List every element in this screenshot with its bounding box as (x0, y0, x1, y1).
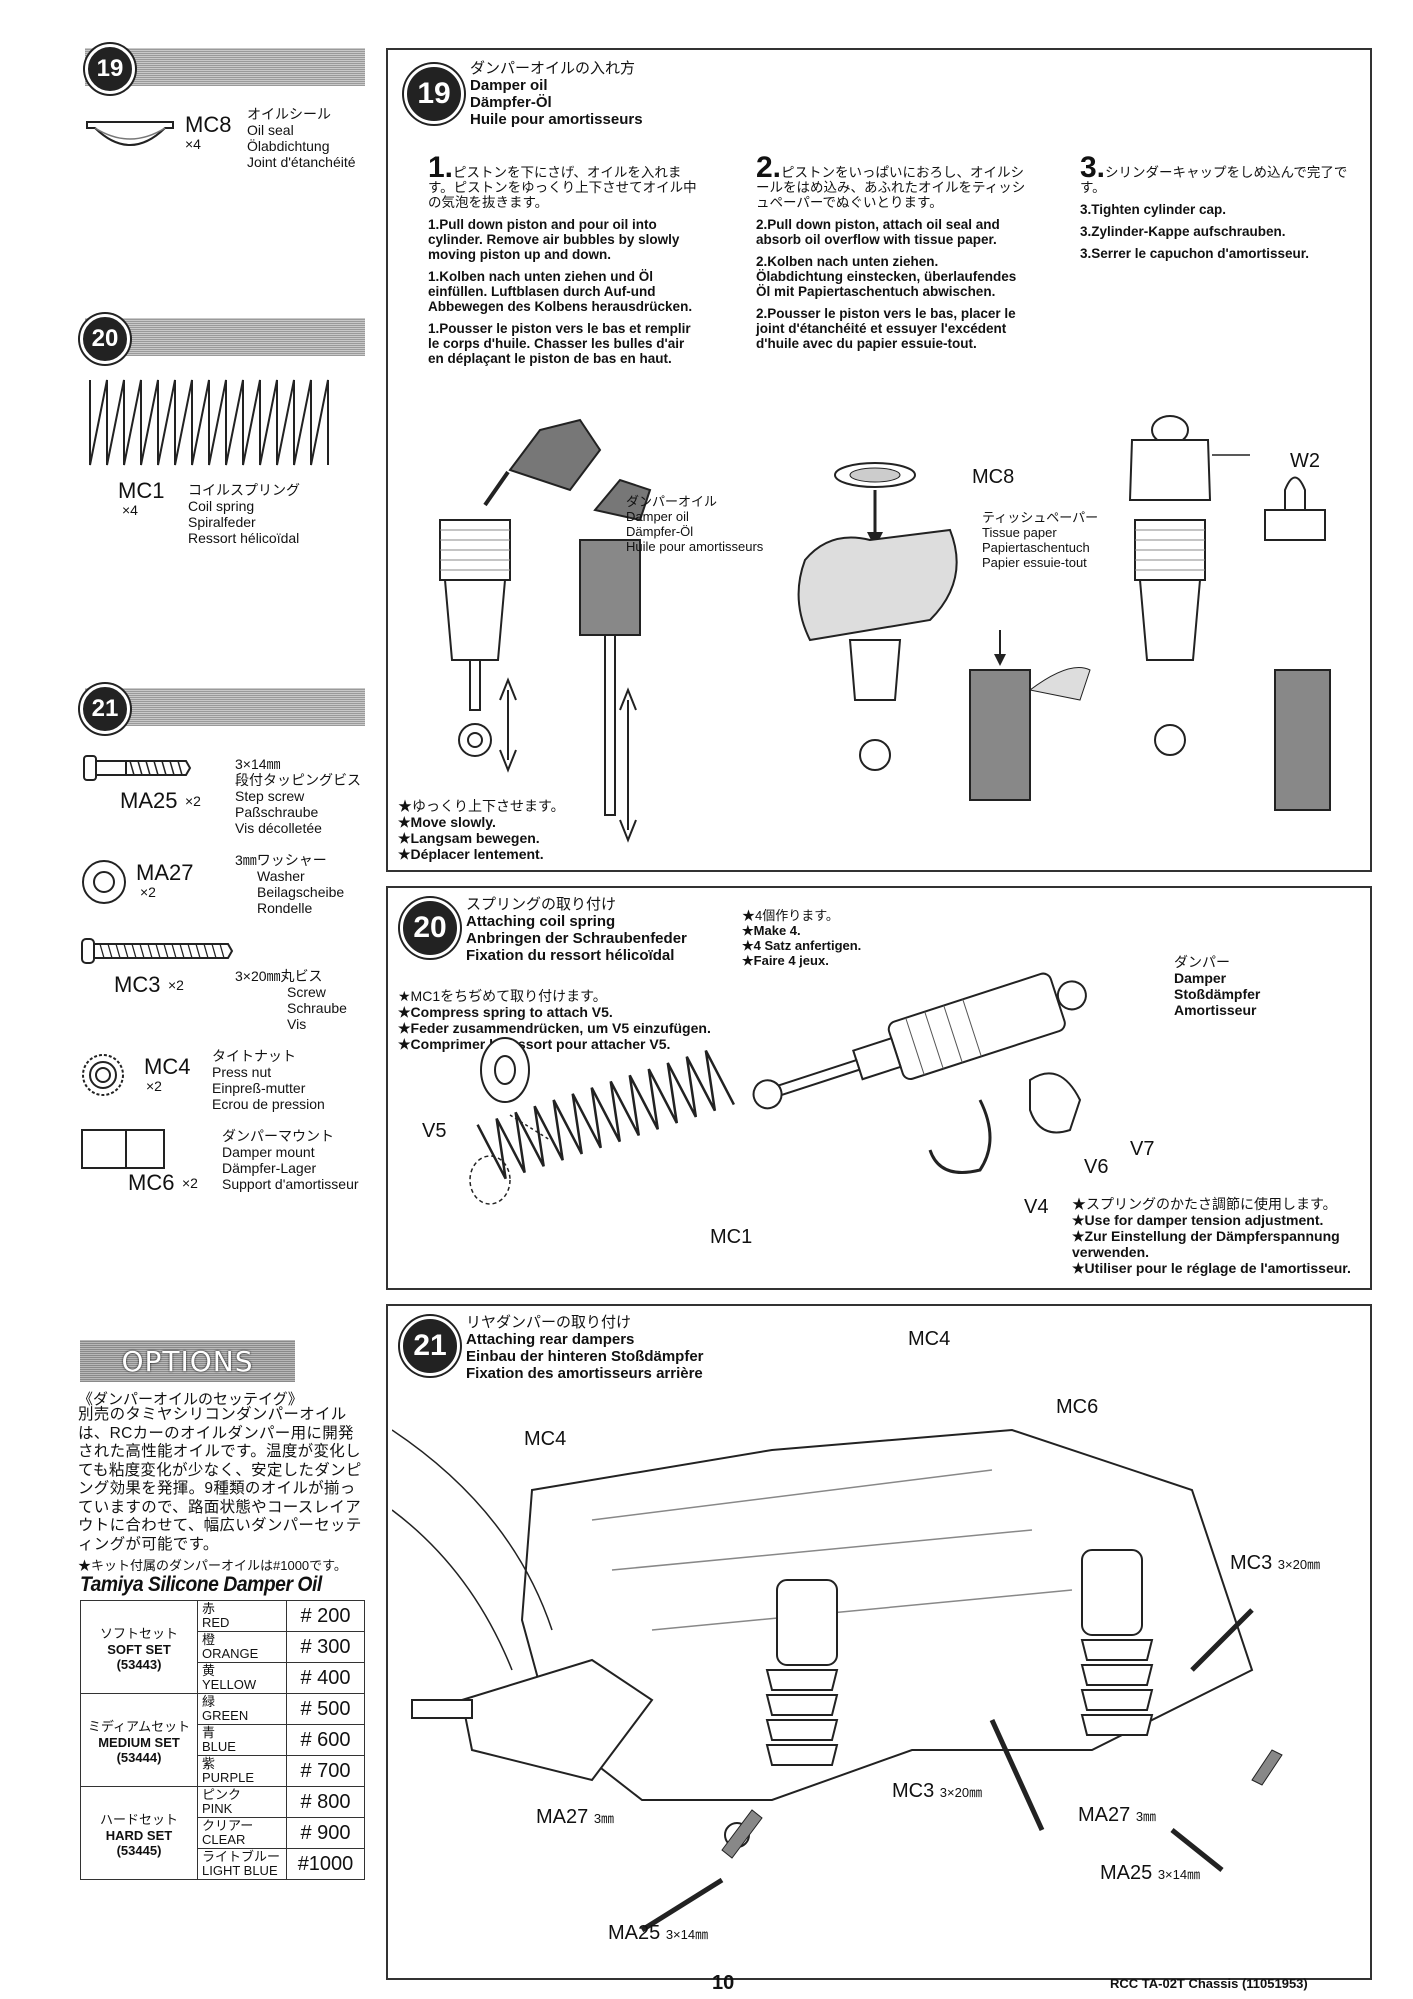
step20-illustration (469, 972, 1087, 1205)
oil-seal-icon (86, 121, 174, 146)
damper-mount-icon (81, 1129, 165, 1169)
mc6-code: MC6 (128, 1170, 175, 1195)
step20-header-bar (85, 318, 365, 356)
mc4-top-callout: MC4 (908, 1328, 951, 1350)
compress-note: ★MC1をちぢめて取り付けます。★Compress spring to atta… (398, 988, 711, 1052)
v7-callout: V7 (1130, 1138, 1155, 1160)
step-screw-icon (83, 755, 192, 781)
step21-side-number: 21 (80, 684, 130, 734)
step19-side-number: 19 (85, 44, 135, 94)
w2-callout: W2 (1290, 450, 1320, 472)
mc4-qty: ×2 (146, 1078, 162, 1094)
step21-panel (386, 1304, 1372, 1980)
mc6-callout: MC6 (1056, 1396, 1099, 1418)
mc3-right-callout: MC3 3×20㎜ (1230, 1552, 1321, 1574)
step20-number: 20 (400, 898, 460, 958)
step20-panel (386, 886, 1372, 1290)
mc1-callout: MC1 (710, 1226, 753, 1248)
step21-number: 21 (400, 1316, 460, 1376)
ma25-bottom-callout: MA25 3×14㎜ (608, 1922, 709, 1944)
mc4-code: MC4 (144, 1054, 191, 1079)
options-banner: OPTIONS (80, 1340, 295, 1382)
options-heading: 《ダンパーオイルのセッテイグ》 (78, 1391, 303, 1408)
mc4-left-callout: MC4 (524, 1428, 567, 1450)
mc6-qty: ×2 (182, 1175, 198, 1191)
step19-illustration (439, 415, 1331, 843)
move-slowly-note: ★ゆっくり上下させます。★Move slowly.★Langsam bewege… (398, 798, 565, 862)
coil-spring-icon (89, 379, 329, 466)
mc8-code: MC8 (185, 112, 232, 137)
ma25-right-callout: MA25 3×14㎜ (1100, 1862, 1201, 1884)
mc3-code: MC3 (114, 972, 161, 997)
ma25-qty: ×2 (185, 793, 201, 809)
options-note: ★キット付属のダンパーオイルは#1000です。 (78, 1558, 347, 1573)
press-nut-icon (82, 1054, 124, 1096)
page-number: 10 (712, 1972, 735, 1994)
ma25-code: MA25 (120, 788, 178, 813)
step20-side-number: 20 (80, 314, 130, 364)
mc8-callout: MC8 (972, 466, 1015, 488)
mc3-qty: ×2 (168, 977, 184, 993)
v5-callout: V5 (422, 1120, 447, 1142)
mc1-qty: ×4 (122, 502, 138, 518)
mc8-qty: ×4 (185, 136, 201, 152)
step21-illustration (392, 1428, 1283, 1933)
step19-number: 19 (404, 64, 464, 124)
product-title: Tamiya Silicone Damper Oil (80, 1573, 322, 1596)
step21-header-bar (85, 688, 365, 726)
washer-icon (82, 860, 126, 904)
mc3-mid-callout: MC3 3×20㎜ (892, 1780, 983, 1802)
step19-col3: 3.シリンダーキャップをしめ込んで完了です。 3.Tighten cylinde… (1080, 151, 1348, 262)
step19-col2: 2.ピストンをいっぱいにおろし、オイルシールをはめ込み、あふれたオイルをティッシ… (756, 151, 1026, 352)
v4-callout: V4 (1024, 1196, 1049, 1218)
v6-callout: V6 (1084, 1156, 1109, 1178)
make4-note: ★4個作ります。★Make 4.★4 Satz anfertigen.★Fair… (742, 908, 862, 968)
step19-panel (386, 48, 1372, 872)
options-body: 別売のタミヤシリコンダンパーオイルは、RCカーのオイルダンパー用に開発された高性… (78, 1406, 362, 1553)
tension-note: ★スプリングのかたさ調節に使用します。★Use for damper tensi… (1072, 1196, 1351, 1276)
ma27-qty: ×2 (140, 884, 156, 900)
ma27-right-callout: MA27 3㎜ (1078, 1804, 1157, 1826)
ma27-code: MA27 (136, 860, 194, 885)
screw-icon (81, 938, 234, 964)
step19-col1: 1.ピストンを下にさげ、オイルを入れます。ピストンをゆっくり上下させてオイル中の… (428, 151, 697, 367)
mc1-code: MC1 (118, 478, 165, 503)
ma27-left-callout: MA27 3㎜ (536, 1806, 615, 1828)
footer-title: RCC TA-02T Chassis (11051953) (1110, 1976, 1308, 1991)
